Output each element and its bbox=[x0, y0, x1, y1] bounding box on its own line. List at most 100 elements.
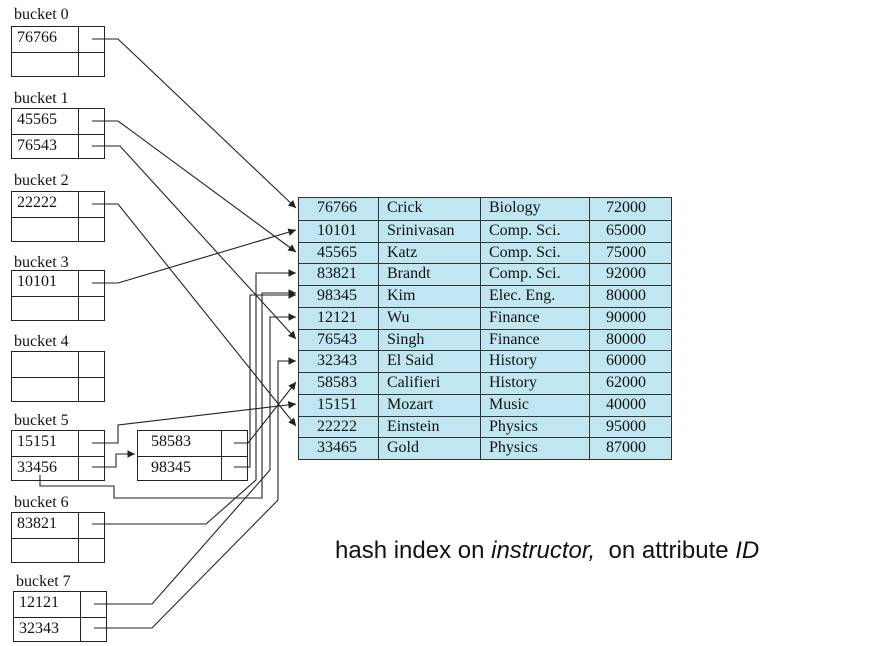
pointer-cell bbox=[221, 431, 247, 456]
bucket-3-key-1: 10101 bbox=[17, 273, 57, 290]
table-row: 10101 Srinivasan Comp. Sci. 65000 bbox=[299, 219, 671, 242]
table-row: 83821 Brandt Comp. Sci. 92000 bbox=[299, 263, 671, 285]
dept-cell: History bbox=[480, 351, 589, 372]
id-cell: 12121 bbox=[317, 308, 357, 326]
id-cell: 10101 bbox=[317, 221, 357, 239]
id-cell: 33465 bbox=[317, 439, 357, 457]
salary-cell: 72000 bbox=[589, 198, 671, 220]
id-cell: 58583 bbox=[317, 374, 357, 391]
id-cell: 15151 bbox=[317, 395, 357, 413]
bucket-0-label: bucket 0 bbox=[14, 6, 69, 23]
id-cell: 83821 bbox=[317, 265, 357, 283]
salary-cell: 80000 bbox=[589, 286, 671, 307]
pointer-cell bbox=[78, 27, 104, 52]
dept-cell: Finance bbox=[480, 307, 589, 329]
salary-cell: 80000 bbox=[589, 329, 671, 351]
pointer-cell bbox=[221, 457, 247, 480]
overflow-key-2: 98345 bbox=[151, 459, 191, 476]
bucket-1-label: bucket 1 bbox=[14, 90, 69, 107]
pointer-cell bbox=[78, 431, 104, 456]
bucket-3: 10101 bbox=[11, 270, 105, 321]
table-row: 12121 Wu Finance 90000 bbox=[299, 306, 671, 329]
pointer-cell bbox=[78, 109, 104, 134]
id-cell: 22222 bbox=[317, 417, 357, 435]
table-row: 22222 Einstein Physics 95000 bbox=[299, 415, 671, 438]
bucket-7-label: bucket 7 bbox=[16, 573, 71, 590]
dept-cell: Comp. Sci. bbox=[480, 242, 589, 264]
dept-cell: Finance bbox=[480, 329, 589, 351]
table-row: 45565 Katz Comp. Sci. 75000 bbox=[299, 241, 671, 264]
pointer-cell bbox=[78, 297, 104, 320]
dept-cell: Physics bbox=[480, 416, 589, 438]
dept-cell: Physics bbox=[480, 438, 589, 459]
bucket-1-key-1: 45565 bbox=[17, 111, 57, 128]
pointer-cell bbox=[78, 539, 104, 562]
bucket-5-label: bucket 5 bbox=[14, 412, 69, 429]
name-cell: Wu bbox=[378, 307, 480, 329]
id-cell: 76543 bbox=[317, 330, 357, 348]
dept-cell: Elec. Eng. bbox=[480, 286, 589, 307]
pointer-cell bbox=[78, 352, 104, 377]
name-cell: Crick bbox=[378, 198, 480, 220]
pointer-cell bbox=[80, 618, 106, 641]
overflow-key-1: 58583 bbox=[151, 433, 191, 450]
caption-relation-name: instructor, bbox=[491, 537, 596, 564]
salary-cell: 87000 bbox=[589, 438, 671, 459]
id-cell: 45565 bbox=[317, 243, 357, 261]
id-cell: 32343 bbox=[317, 352, 357, 370]
bucket-4-label: bucket 4 bbox=[14, 333, 69, 350]
dept-cell: History bbox=[480, 373, 589, 394]
pointer-arrow bbox=[92, 38, 297, 209]
pointer-cell bbox=[78, 53, 104, 76]
table-row: 15151 Mozart Music 40000 bbox=[299, 393, 671, 416]
pointer-cell bbox=[78, 513, 104, 538]
pointer-arrow bbox=[94, 357, 296, 629]
dept-cell: Comp. Sci. bbox=[480, 264, 589, 285]
id-cell: 98345 bbox=[317, 287, 357, 304]
bucket-3-label: bucket 3 bbox=[14, 254, 69, 271]
bucket-2-label: bucket 2 bbox=[14, 172, 69, 189]
caption-text-2: on attribute bbox=[595, 537, 736, 564]
instructor-table: 76766 Crick Biology 72000 10101 Srinivas… bbox=[298, 197, 672, 460]
overflow-bucket: 58583 98345 bbox=[137, 430, 248, 481]
id-cell: 76766 bbox=[317, 199, 357, 216]
bucket-2: 22222 bbox=[11, 191, 105, 242]
name-cell: Kim bbox=[378, 286, 480, 307]
pointer-arrow bbox=[92, 145, 297, 340]
dept-cell: Biology bbox=[480, 198, 589, 220]
pointer-arrow bbox=[92, 120, 297, 253]
name-cell: Srinivasan bbox=[378, 220, 480, 242]
name-cell: Katz bbox=[378, 242, 480, 264]
pointer-cell bbox=[78, 271, 104, 296]
salary-cell: 62000 bbox=[589, 373, 671, 394]
bucket-6-key-1: 83821 bbox=[17, 515, 57, 532]
salary-cell: 60000 bbox=[589, 351, 671, 372]
bucket-1: 45565 76543 bbox=[11, 108, 105, 159]
pointer-cell bbox=[78, 192, 104, 217]
table-row: 33465 Gold Physics 87000 bbox=[299, 437, 671, 459]
name-cell: El Said bbox=[378, 351, 480, 372]
name-cell: Brandt bbox=[378, 264, 480, 285]
bucket-6-label: bucket 6 bbox=[14, 494, 69, 511]
pointer-arrow bbox=[92, 269, 296, 525]
name-cell: Singh bbox=[378, 329, 480, 351]
salary-cell: 90000 bbox=[589, 307, 671, 329]
salary-cell: 40000 bbox=[589, 394, 671, 416]
dept-cell: Comp. Sci. bbox=[480, 220, 589, 242]
salary-cell: 95000 bbox=[589, 416, 671, 438]
name-cell: Gold bbox=[378, 438, 480, 459]
caption-text-1: hash index on bbox=[335, 537, 492, 564]
name-cell: Einstein bbox=[378, 416, 480, 438]
pointer-arrow bbox=[92, 228, 297, 284]
bucket-7-key-1: 12121 bbox=[19, 594, 59, 611]
table-row: 32343 El Said History 60000 bbox=[299, 350, 671, 372]
bucket-0-key-1: 76766 bbox=[17, 29, 57, 46]
bucket-7: 12121 32343 bbox=[13, 591, 107, 642]
bucket-7-key-2: 32343 bbox=[19, 620, 59, 637]
salary-cell: 65000 bbox=[589, 220, 671, 242]
table-row: 76543 Singh Finance 80000 bbox=[299, 328, 671, 351]
bucket-0: 76766 bbox=[11, 26, 105, 77]
salary-cell: 92000 bbox=[589, 264, 671, 285]
pointer-cell bbox=[78, 378, 104, 401]
bucket-4 bbox=[11, 351, 105, 402]
